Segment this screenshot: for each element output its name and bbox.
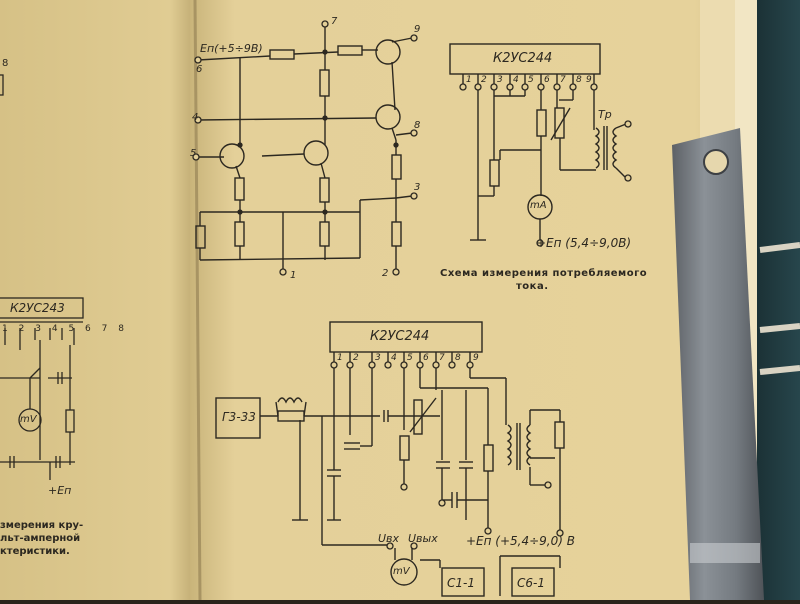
b-block-c1: С1-1 xyxy=(447,576,475,590)
b-pin-3: 3 xyxy=(375,353,381,363)
tl-supply-label: Eп(+5÷9В) xyxy=(200,42,263,55)
b-chip-label: К2УС244 xyxy=(370,329,430,344)
tr-pin-7: 7 xyxy=(560,75,566,85)
left-caption-3: ктеристики. xyxy=(0,546,70,557)
left-caption-1: змерения кру- xyxy=(0,520,84,531)
left-chip-label: К2УС243 xyxy=(10,301,65,315)
tl-node-9: 9 xyxy=(414,24,421,35)
ruler-hole xyxy=(703,149,729,175)
top-left-schematic xyxy=(195,25,413,270)
left-page xyxy=(0,0,200,600)
left-fragment-top xyxy=(0,74,4,96)
tr-chip-label: К2УС244 xyxy=(493,51,553,66)
b-block-c6: С6-1 xyxy=(517,576,545,590)
bottom-schematic xyxy=(215,321,565,597)
tr-transformer-label: Тр xyxy=(598,108,612,121)
tr-pin-4: 4 xyxy=(513,75,519,85)
tl-node-5: 5 xyxy=(190,148,197,159)
tr-pin-1: 1 xyxy=(466,75,472,85)
tr-caption-1: Схема измерения потребляемого xyxy=(440,268,648,279)
tr-pin-3: 3 xyxy=(497,75,503,85)
b-meter-label: mV xyxy=(393,566,410,577)
tr-pin-2: 2 xyxy=(481,75,487,85)
b-uout-label: Uвых xyxy=(408,532,438,545)
top-right-schematic xyxy=(449,43,627,241)
right-page xyxy=(190,0,750,600)
book-spine xyxy=(752,0,800,600)
tl-node-7: 7 xyxy=(331,16,338,27)
b-pin-6: 6 xyxy=(423,353,429,363)
tr-pin-8: 8 xyxy=(576,75,582,85)
tl-node-3: 3 xyxy=(414,182,421,193)
left-schematic xyxy=(0,297,84,480)
tr-supply-label: +Eп (5,4÷9,0В) xyxy=(536,236,632,250)
top-left-terminals xyxy=(192,20,418,276)
tr-pin-5: 5 xyxy=(528,75,534,85)
b-pin-7: 7 xyxy=(439,353,445,363)
left-pin-labels: 1 2 3 4 5 6 7 8 xyxy=(2,324,128,334)
tr-pin-9: 9 xyxy=(586,75,592,85)
b-generator-label: Г3-33 xyxy=(222,410,256,424)
top-right-terminals xyxy=(459,83,632,247)
tr-caption-2: тока. xyxy=(516,281,549,292)
tl-node-6: 6 xyxy=(196,64,203,75)
tl-node-8: 8 xyxy=(414,120,421,131)
left-meter-label: mV xyxy=(20,414,37,425)
b-pin-9: 9 xyxy=(473,353,479,363)
b-pin-4: 4 xyxy=(391,353,397,363)
tr-pin-6: 6 xyxy=(544,75,550,85)
bottom-terminals xyxy=(330,361,564,550)
b-pin-8: 8 xyxy=(455,353,461,363)
tl-node-2: 2 xyxy=(382,268,389,279)
left-fragment-number: 8 xyxy=(2,58,9,69)
metal-ruler xyxy=(672,128,764,600)
b-supply-label: +Eп (+5,4÷9,0) В xyxy=(466,534,575,548)
tl-node-1: 1 xyxy=(290,270,297,281)
b-pin-2: 2 xyxy=(353,353,359,363)
b-pin-5: 5 xyxy=(407,353,413,363)
b-pin-1: 1 xyxy=(337,353,343,363)
b-uin-label: Uвх xyxy=(378,532,400,545)
left-supply-label: +Eп xyxy=(48,484,72,497)
left-caption-2: льт-амперной xyxy=(0,533,81,544)
tr-meter-label: mA xyxy=(530,200,547,211)
tl-node-4: 4 xyxy=(192,112,199,123)
